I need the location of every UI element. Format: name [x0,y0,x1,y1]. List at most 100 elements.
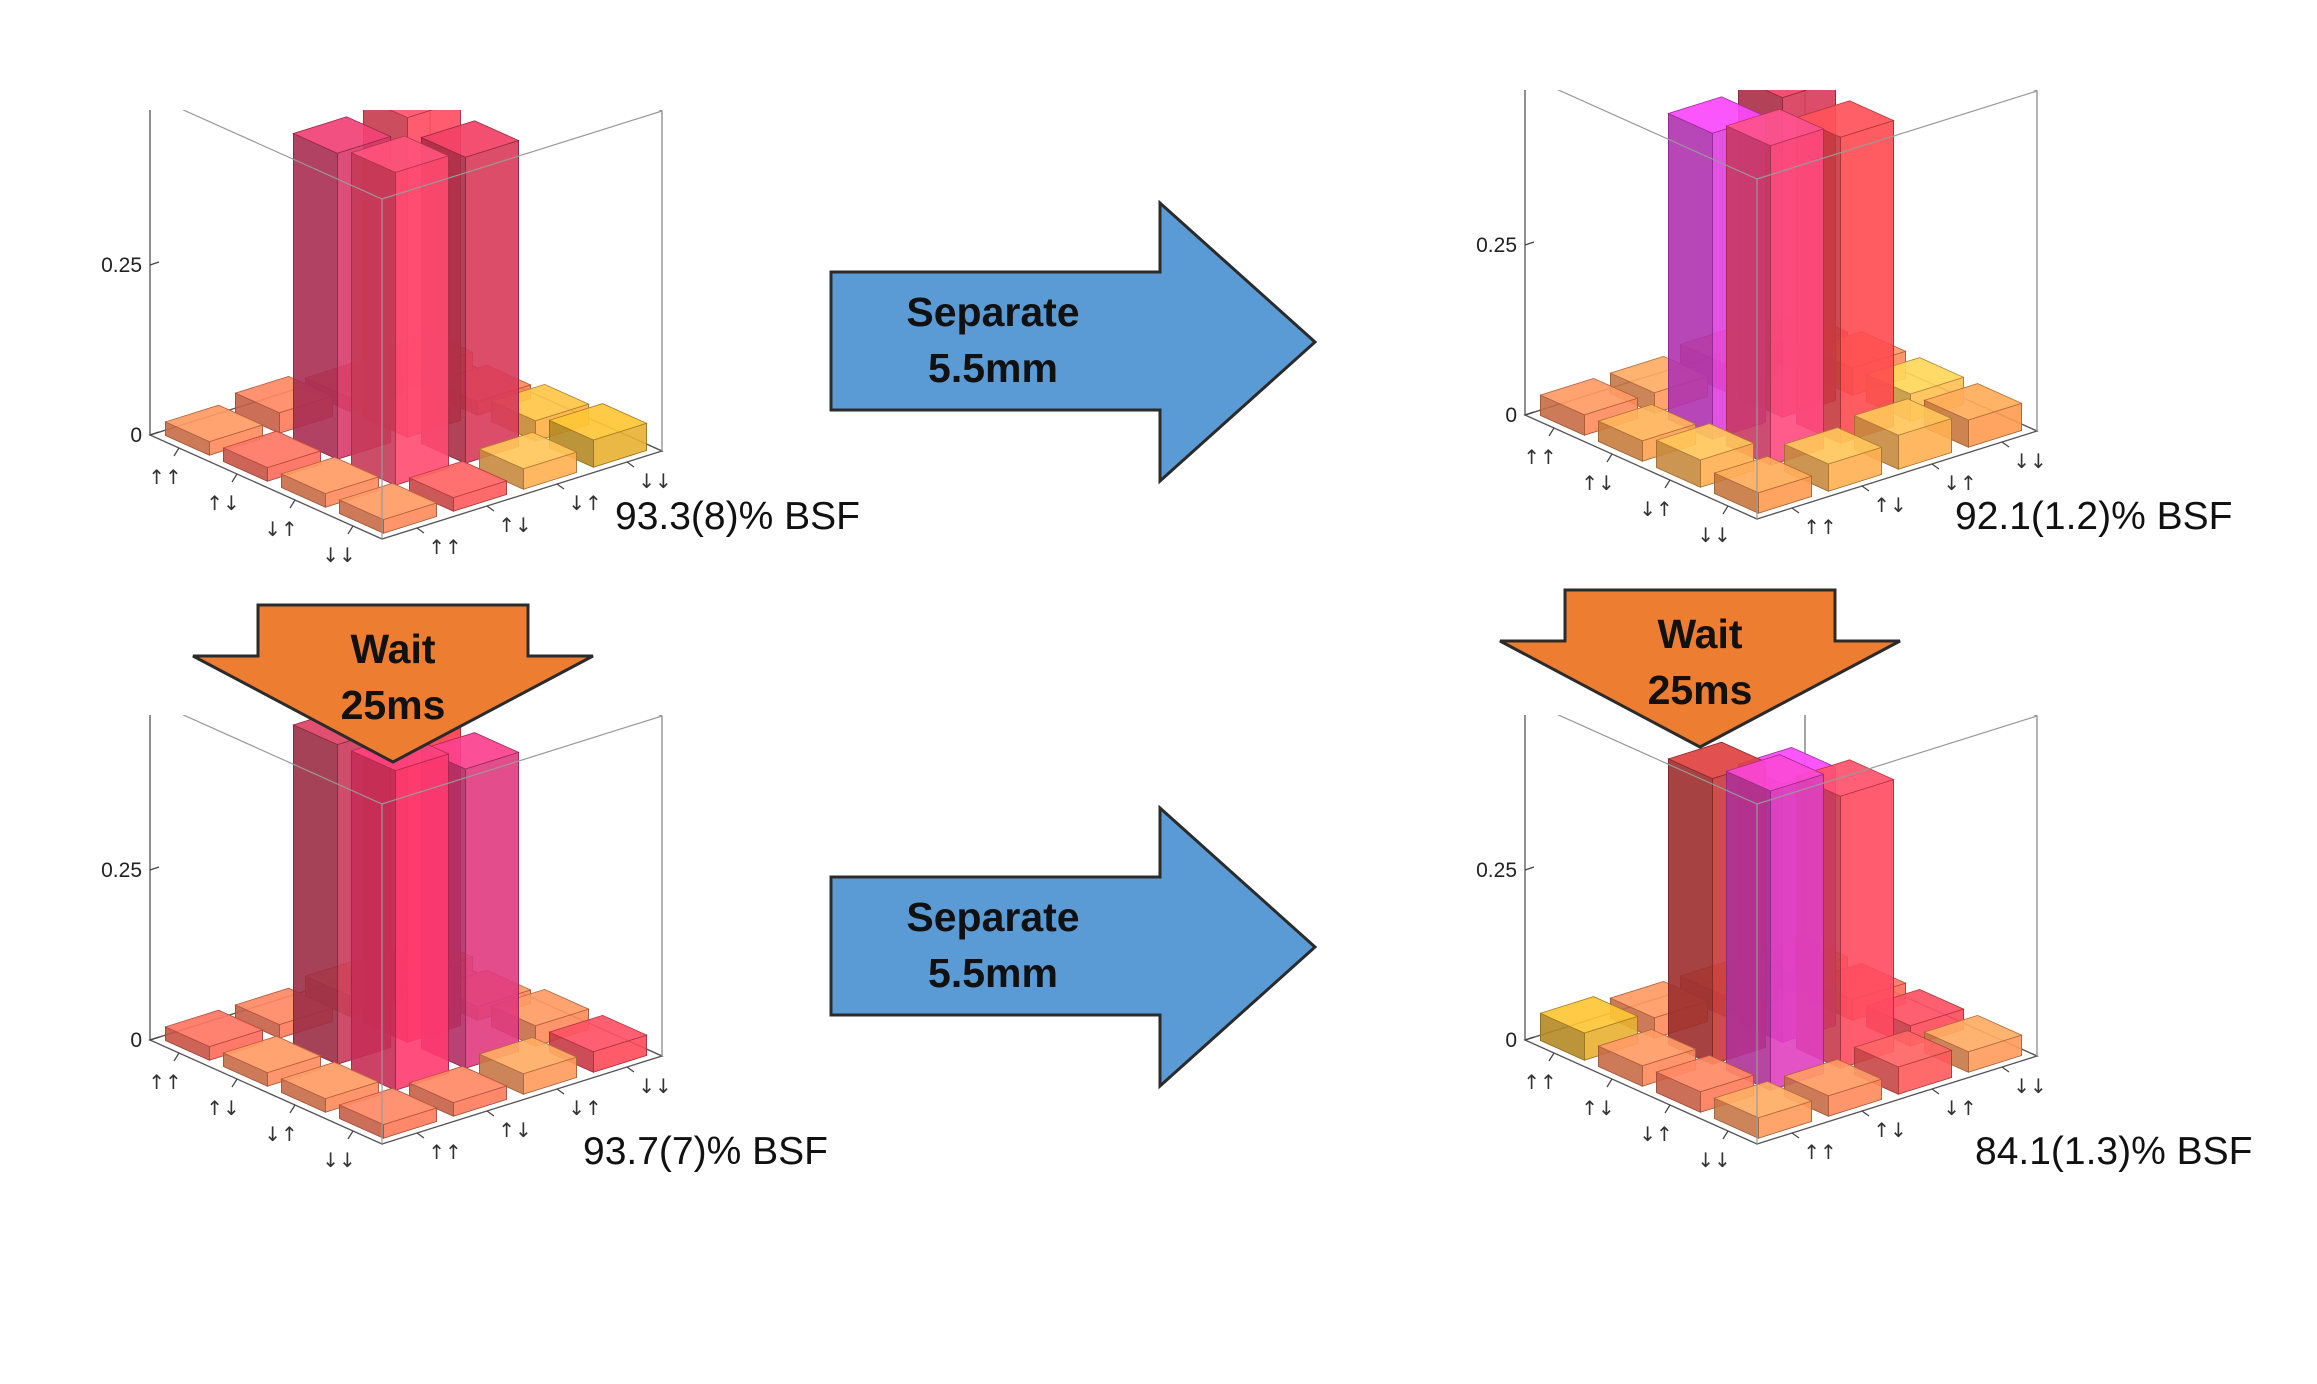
bar-3-2 [1853,1030,1953,1095]
right-arrow-icon [829,805,1318,1090]
bar3d-chart-initial: 00.250.5↑↑↑↓↓↑↓↓↑↑↑↓↓↑↓↓ [101,110,672,567]
z-tick-label: 0.25 [101,254,142,277]
bar-2-0 [1655,423,1755,488]
basis-label-col: ↓↓ [638,469,672,493]
duration-label: 25ms [1647,667,1753,713]
z-tick-label: 0 [1505,1029,1517,1052]
basis-labels-right: ↑↑↑↓↓↑↓↓ [1791,441,2047,539]
basis-label-col: ↓↓ [2013,1074,2047,1098]
wait-arrow-left: Wait 25ms [188,603,598,765]
basis-label-row: ↑↓ [1581,471,1615,495]
bar-3-1 [1783,427,1883,492]
basis-label-row: ↑↓ [1581,1096,1615,1120]
basis-labels-right: ↑↑ ↑↓ ↓↑ ↓↓ [1791,1066,2047,1164]
bars [1539,90,2023,514]
basis-label-col: ↑↑ [1803,1140,1837,1164]
wait-label: Wait [350,626,436,672]
basis-label-col: ↓↓ [2013,449,2047,473]
bar-3-1 [408,460,508,512]
z-tick-label: 0 [1505,404,1517,427]
z-ticks: 00.250.5 [101,859,160,1052]
down-arrow-icon [1499,588,1901,749]
basis-label-col: ↑↑ [428,535,462,559]
bar-3-3 [548,403,648,468]
basis-labels-front: ↑↑↑↓↓↑↓↓ [1523,427,1731,547]
bar-3-3 [548,1014,648,1073]
basis-labels-front: ↑↑ ↑↓ ↓↑ ↓↓ [148,447,356,567]
duration-label: 25ms [340,682,446,728]
bar-2-1 [1725,108,1825,466]
bar-3-2 [478,431,578,490]
basis-label-col: ↑↓ [498,513,532,537]
z-tick-label: 0 [130,424,142,447]
bsf-annotation-top-right: 92.1(1.2)% BSF [1955,495,2233,538]
bars [1539,741,2023,1139]
basis-label-row: ↓↑ [264,517,298,541]
basis-label-row: ↑↓ [206,491,240,515]
separate-label: Separate [906,894,1080,940]
chart-panel-top-right: 00.250.5↑↑↑↓↓↑↓↓↑↑↑↓↓↑↓↓ [1395,90,2295,750]
distance-label: 5.5mm [928,950,1058,996]
bar-0-0 [1539,377,1639,436]
basis-label-row: ↑↑ [148,465,182,489]
basis-label-row: ↓↓ [1697,523,1731,547]
bar-0-0 [164,404,264,456]
chart-panel-bottom-left: 00.250.5↑↑↑↓↓↑↓↓↑↑↑↓↓↑↓↓ [20,715,920,1375]
bars [164,110,648,534]
z-tick-label: 0 [130,1029,142,1052]
bar-1-0 [222,1035,322,1087]
basis-label-col: ↑↓ [498,1118,532,1142]
bsf-annotation-bottom-right: 84.1(1.3)% BSF [1975,1130,2253,1173]
basis-label-col: ↓↓ [638,1074,672,1098]
z-tick-label: 0.25 [1476,859,1517,882]
bar-1-0 [222,430,322,482]
distance-label: 5.5mm [928,345,1058,391]
down-arrow-icon [192,603,594,764]
basis-label-col: ↓↑ [1943,1096,1977,1120]
basis-label-row: ↓↑ [264,1122,298,1146]
right-arrow-icon [829,200,1318,485]
basis-label-col: ↓↑ [1943,471,1977,495]
bar-3-1 [1783,1058,1883,1117]
basis-label-row: ↓↓ [322,543,356,567]
bar-2-0 [1655,1054,1755,1113]
bars [164,715,648,1139]
bar-2-1 [350,135,450,486]
bar-2-0 [280,1061,380,1113]
wait-arrow-right: Wait 25ms [1495,588,1905,750]
basis-label-col: ↑↓ [1873,1118,1907,1142]
bar-3-2 [1853,398,1953,470]
basis-label-col: ↓↑ [568,1096,602,1120]
basis-labels-front: ↑↑↑↓↓↑↓↓ [1523,1052,1731,1172]
bar-3-1 [408,1065,508,1117]
basis-label-row: ↑↑ [1523,1070,1557,1094]
basis-labels-front: ↑↑ ↑↓ ↓↑ ↓↓ [148,1052,356,1172]
z-ticks: 00.250.5 [101,254,160,447]
bsf-annotation-bottom-left: 93.7(7)% BSF [583,1130,828,1173]
z-ticks: 00.250.5 [1476,234,1535,427]
bar-0-0 [1539,996,1639,1061]
basis-labels-right: ↑↑↑↓↓↑↓↓ [416,461,672,559]
separate-arrow-bottom: Separate 5.5mm [828,805,1318,1090]
bar-3-0 [338,1087,438,1139]
basis-label-row: ↓↓ [322,1148,356,1172]
basis-label-col: ↑↑ [428,1140,462,1164]
basis-label-row: ↑↓ [206,1096,240,1120]
basis-labels-right: ↑↑ ↑↓ ↓↑ ↓↓ [416,1066,672,1164]
bar-2-1 [1725,754,1825,1091]
bar-3-0 [1713,455,1813,514]
basis-label-col: ↑↑ [1803,515,1837,539]
bar-2-0 [280,456,380,508]
basis-label-row: ↓↑ [1639,497,1673,521]
separate-arrow-top: Separate 5.5mm [828,200,1318,485]
bar-3-0 [338,482,438,534]
bar3d-chart-wait-separated: 00.250.5↑↑↑↓↓↑↓↓↑↑↑↓↓↑↓↓ [1476,715,2047,1172]
bsf-annotation-top-left: 93.3(8)% BSF [615,495,860,538]
chart-panel-top-left: 00.250.5↑↑↑↓↓↑↓↓↑↑↑↓↓↑↓↓ [20,110,920,770]
basis-label-row: ↓↑ [1639,1122,1673,1146]
z-tick-label: 0.25 [101,859,142,882]
z-ticks: 00.250.5 [1476,859,1535,1052]
bar3d-chart-separated: 00.250.5↑↑↑↓↓↑↓↓↑↑↑↓↓↑↓↓ [1476,90,2047,547]
chart-panel-bottom-right: 00.250.5↑↑↑↓↓↑↓↓↑↑↑↓↓↑↓↓ [1395,715,2295,1375]
basis-label-row: ↑↑ [148,1070,182,1094]
